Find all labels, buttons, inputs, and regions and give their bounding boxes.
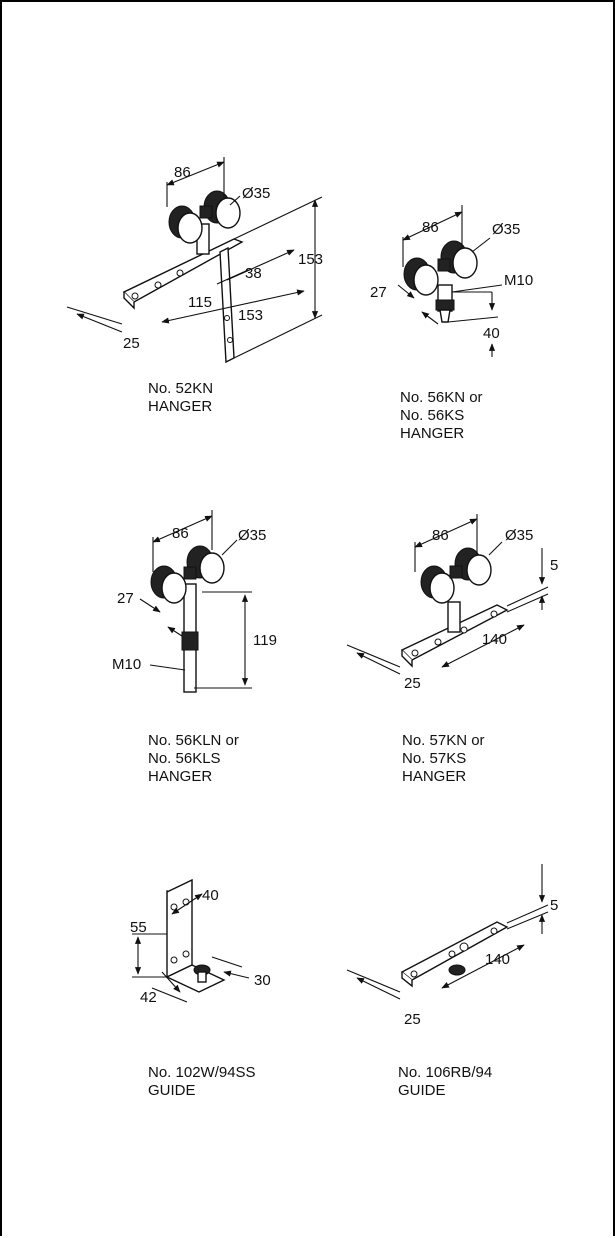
dim-56kn-width: 86 [422,219,439,236]
caption-line: No. 56KLS [148,750,221,767]
caption-line: No. 57KN or [402,732,485,749]
guide-106rb-dimensions [346,864,549,1000]
hanger-57kn-dimensions [346,514,549,675]
dim-56kln-depth: 27 [117,590,134,607]
hanger-57kn-drawing [400,547,509,668]
caption-line: GUIDE [148,1082,196,1099]
dim-102w-depth: 30 [254,972,271,989]
caption-line: HANGER [148,398,213,415]
dim-52kn-offset: 38 [245,265,262,282]
dim-57kn-thick: 5 [550,557,558,574]
dim-56kn-wheel: Ø35 [492,221,520,238]
dim-52kn-plate-len: 115 [188,294,212,311]
guide-102w-dimensions [132,880,250,1003]
dim-56kln-wheel: Ø35 [238,527,266,544]
caption-57kn: No. 57KN or No. 57KS HANGER [402,732,485,786]
hanger-52kn-dimensions [66,157,323,359]
caption-line: No. 56KS [400,407,465,424]
dim-56kn-stem: 40 [483,325,500,342]
dim-106rb-thick: 5 [550,897,558,914]
caption-102w: No. 102W/94SS GUIDE [148,1064,256,1100]
caption-line: HANGER [148,768,213,785]
caption-line: HANGER [400,425,465,442]
dim-52kn-height: 153 [298,251,323,268]
caption-line: No. 56KN or [400,389,483,406]
caption-56kln: No. 56KLN or No. 56KLS HANGER [148,732,239,786]
caption-line: No. 56KLN or [148,732,239,749]
caption-106rb: No. 106RB/94 GUIDE [398,1064,492,1100]
caption-52kn: No. 52KN HANGER [148,380,213,416]
hanger-56kn-drawing [403,240,478,323]
hanger-52kn-drawing [122,190,244,364]
caption-line: HANGER [402,768,467,785]
dim-56kn-thread: M10 [504,272,533,289]
caption-56kn: No. 56KN or No. 56KS HANGER [400,389,483,443]
dim-102w-width: 40 [202,887,219,904]
dim-56kln-width: 86 [172,525,189,542]
hanger-56kn-dimensions [397,205,503,357]
hanger-56kln-dimensions [139,510,252,689]
hanger-56kln-drawing [150,545,225,693]
caption-line: No. 52KN [148,380,214,397]
dim-57kn-length: 140 [482,631,507,648]
caption-line: No. 102W/94SS [148,1064,256,1081]
caption-line: No. 106RB/94 [398,1064,493,1081]
dim-106rb-plate-w: 25 [404,1011,421,1028]
dim-102w-height: 55 [130,919,147,936]
dim-106rb-length: 140 [485,951,510,968]
dim-52kn-wheel: Ø35 [242,185,270,202]
caption-line: GUIDE [398,1082,446,1099]
caption-line: No. 57KS [402,750,467,767]
dim-57kn-width: 86 [432,527,449,544]
dim-56kn-depth: 27 [370,284,387,301]
dim-57kn-plate-w: 25 [404,675,421,692]
dim-102w-base: 42 [140,989,157,1006]
dim-52kn-leg-len: 153 [238,307,263,324]
dim-56kln-height: 119 [253,632,277,649]
dim-52kn-plate-w: 25 [123,335,140,352]
dim-52kn-width: 86 [174,164,191,181]
dim-57kn-wheel: Ø35 [505,527,533,544]
dim-56kln-thread: M10 [112,656,141,673]
